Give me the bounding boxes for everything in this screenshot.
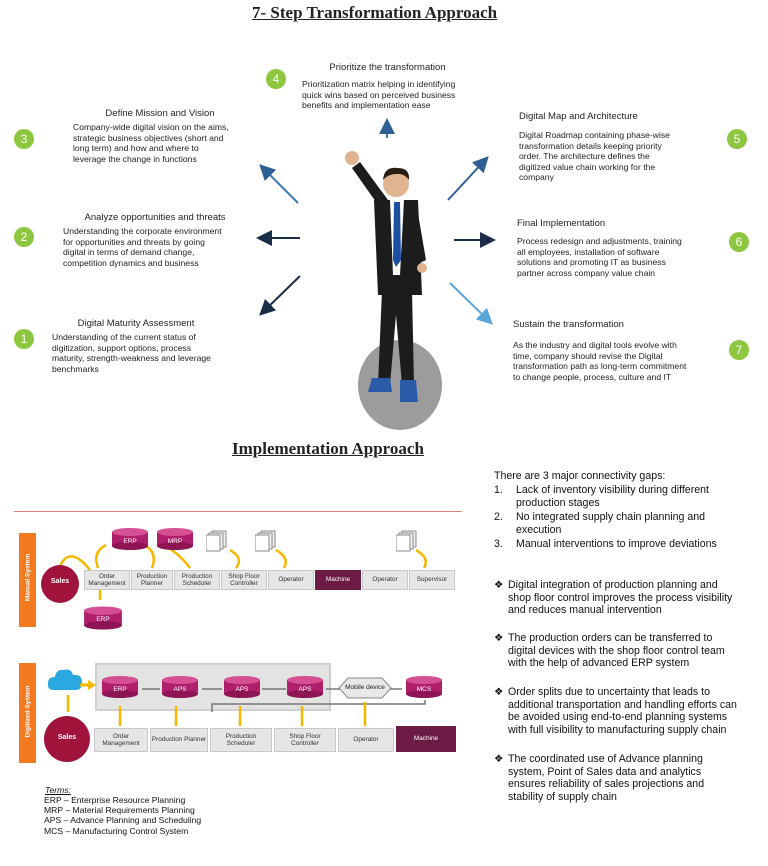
digitized-operator: Operator: [338, 728, 394, 752]
bullet-3: ❖Order splits due to uncertainty that le…: [494, 686, 737, 736]
manual-system-label: [19, 533, 36, 627]
digitized-erp-cylinder: [102, 676, 138, 698]
manual-mrp-label: MRP: [167, 538, 183, 545]
digitized-connectors: [66, 680, 426, 726]
digitized-aps-cylinder-2: [224, 676, 260, 698]
mobile-device-shape: [338, 677, 392, 699]
step-arrows: [256, 118, 496, 325]
step-4-title: Prioritize the transformation: [329, 62, 446, 73]
step-4-badge: 4: [266, 69, 286, 89]
digitized-mcs-label: MCS: [416, 686, 432, 693]
businessman-illustration: [345, 151, 442, 430]
manual-erp-label: ERP: [123, 538, 137, 545]
manual-shop-floor-controller: Shop Floor Controller: [221, 570, 267, 590]
document-stack-icon: [255, 530, 276, 552]
manual-erp-bottom-label: ERP: [96, 616, 110, 623]
manual-machine: Machine: [315, 570, 361, 590]
manual-production-planner: Production Planner: [131, 570, 173, 590]
step-6-desc: Process redesign and adjustments, traini…: [517, 236, 682, 278]
step-2-badge: 2: [14, 227, 34, 247]
bullet-2: ❖The production orders can be transferre…: [494, 632, 725, 670]
divider: [14, 511, 462, 512]
manual-operator: Operator: [268, 570, 314, 590]
digitized-mcs-cylinder: [406, 676, 442, 698]
cloud-icon: [47, 669, 83, 690]
manual-production-scheduler: Production Scheduler: [174, 570, 220, 590]
manual-erp-cylinder: [112, 528, 148, 550]
digitized-shop-floor-controller: Shop Floor Controller: [274, 728, 336, 752]
digitized-erp-label: ERP: [113, 686, 127, 693]
step-5-badge: 5: [727, 129, 747, 149]
step-3-badge: 3: [14, 129, 34, 149]
manual-order-management: Order Management: [84, 570, 130, 590]
terms-list: ERP – Enterprise Resource Planning MRP –…: [44, 795, 202, 836]
document-stack-icon: [206, 530, 227, 552]
manual-supervisor: Supervisor: [409, 570, 455, 590]
document-stack-icon: [396, 530, 417, 552]
step-2-title: Analyze opportunities and threats: [84, 212, 226, 223]
implementation-title: Implementation Approach: [232, 439, 424, 458]
step-1-badge: 1: [14, 329, 34, 349]
step-6-badge: 6: [729, 232, 749, 252]
digitized-aps-label-1: APS: [173, 686, 187, 693]
gaps-intro: There are 3 major connectivity gaps:: [494, 470, 666, 482]
manual-sales-circle: [41, 565, 79, 603]
digitized-order-management: Order Management: [94, 728, 148, 752]
digitized-aps-label-2: APS: [235, 686, 249, 693]
step-7-badge: 7: [729, 340, 749, 360]
bullet-1: ❖Digital integration of production plann…: [494, 579, 733, 617]
step-3-desc: Company-wide digital vision on the aims,…: [73, 122, 229, 164]
digitized-sales-circle: [44, 716, 90, 762]
step-5-title: Digital Map and Architecture: [519, 111, 638, 122]
step-1-title: Digital Maturity Assessment: [77, 318, 195, 329]
digitized-production-scheduler: Production Scheduler: [210, 728, 272, 752]
digitized-aps-label-3: APS: [298, 686, 312, 693]
step-4-desc: Prioritization matrix helping in identif…: [302, 79, 456, 111]
step-3-title: Define Mission and Vision: [105, 108, 215, 119]
digitized-aps-cylinder-1: [162, 676, 198, 698]
step-7-desc: As the industry and digital tools evolve…: [513, 340, 687, 382]
gaps-list: 1.Lack of inventory visibility during di…: [494, 484, 717, 551]
digitized-aps-cylinder-3: [287, 676, 323, 698]
digitized-system-label: [19, 663, 36, 763]
bullet-4: ❖The coordinated use of Advance planning…: [494, 753, 705, 803]
digitized-production-planner: Production Planner: [150, 728, 208, 752]
step-7-title: Sustain the transformation: [513, 319, 624, 330]
terms-title: Terms:: [45, 785, 71, 795]
manual-operator-2: Operator: [362, 570, 408, 590]
top-title: 7- Step Transformation Approach: [252, 3, 498, 22]
manual-mrp-cylinder: [157, 528, 193, 550]
digitized-machine: Machine: [396, 726, 456, 752]
digitized-sales-label: Sales: [57, 734, 77, 741]
manual-erp-bottom-cylinder: [84, 606, 122, 630]
manual-sales-label: Sales: [50, 578, 70, 585]
step-6-title: Final Implementation: [517, 218, 606, 229]
mobile-device-label: Mobile device: [345, 684, 385, 691]
